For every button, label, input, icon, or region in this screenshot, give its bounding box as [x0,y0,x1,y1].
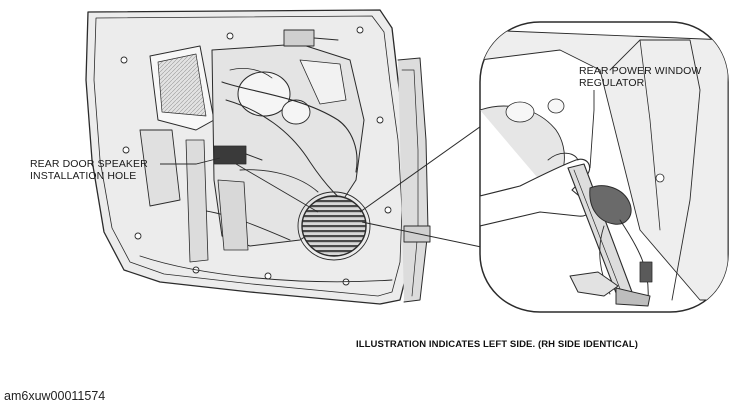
speaker-leader-line [160,157,319,213]
window-regulator-callout: REAR POWER WINDOW REGULATOR [579,65,702,89]
zoom-detail-bubble [479,21,729,313]
image-identifier: am6xuw00011574 [4,389,106,403]
zoom-connector [359,123,487,249]
door-panel [85,9,431,305]
regulator-leader-line [589,90,595,169]
illustration-caption: ILLUSTRATION INDICATES LEFT SIDE. (RH SI… [356,339,639,350]
speaker-hole-callout: REAR DOOR SPEAKER INSTALLATION HOLE [30,158,148,182]
